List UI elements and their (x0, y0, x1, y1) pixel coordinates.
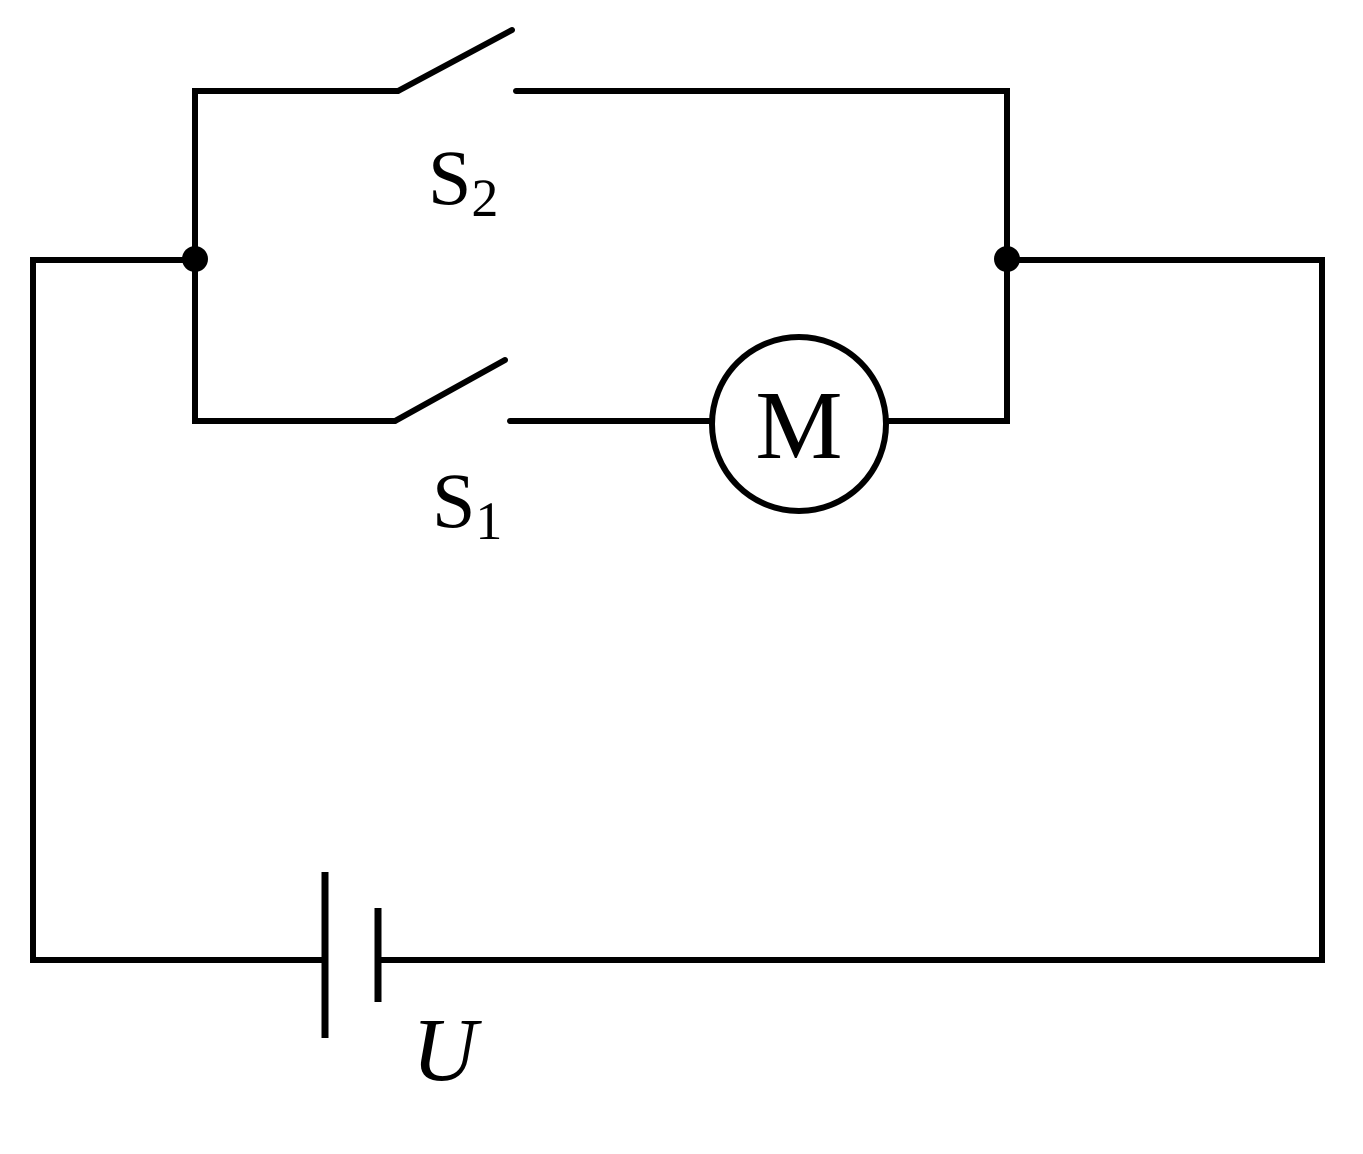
battery-voltage-label: U (412, 1001, 482, 1100)
switch-s2-blade (395, 27, 515, 94)
wire-motor-to-right (883, 257, 1010, 424)
switch-s2-label: S2 (428, 134, 498, 228)
upper-branch (192, 27, 1010, 263)
outer-loop-wires (30, 257, 1325, 963)
battery (321, 872, 382, 1038)
switch-s1-blade (392, 357, 508, 424)
wire-left-junction-to-battery (30, 257, 328, 963)
wire-battery-to-right-junction (375, 257, 1325, 963)
left-junction-dot (182, 246, 208, 272)
lower-branch (192, 257, 1010, 424)
wire-upper-right (513, 88, 1010, 263)
wire-upper-left (192, 88, 401, 263)
switch-s2-letter: S (428, 134, 471, 221)
motor-symbol: M (755, 372, 842, 480)
wire-lower-left (192, 257, 398, 424)
motor: M (709, 334, 889, 514)
switch-s2-subscript: 2 (471, 168, 498, 228)
switch-s1-label: S1 (432, 457, 502, 551)
motor-circle (709, 334, 889, 514)
right-junction-dot (994, 246, 1020, 272)
switch-s1-subscript: 1 (475, 491, 502, 551)
switch-s1-letter: S (432, 457, 475, 544)
